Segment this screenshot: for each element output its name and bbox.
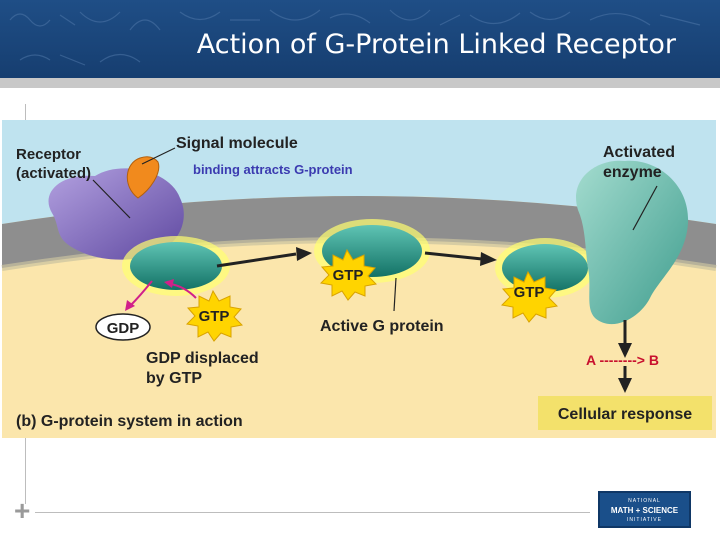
gdp-bubble xyxy=(95,313,151,341)
enzyme-label-line1: Activated xyxy=(603,144,675,161)
plus-mark: + xyxy=(14,495,31,526)
nmsi-logo: NATIONAL MATH + SCIENCE INITIATIVE xyxy=(598,491,691,528)
gtp-label-3: GTP xyxy=(514,284,545,301)
gtp-burst-1 xyxy=(185,289,244,342)
enzyme-pointer xyxy=(632,185,658,231)
inactive-g-protein xyxy=(130,242,222,290)
binding-note: binding attracts G-protein xyxy=(193,162,353,177)
enzyme-label-line2: enzyme xyxy=(603,164,662,181)
gtp-burst-2 xyxy=(319,248,378,301)
active-g-pointer xyxy=(393,277,397,312)
logo-middle-text: MATH + SCIENCE xyxy=(610,506,679,515)
diagram-caption: (b) G-protein system in action xyxy=(16,413,243,430)
gdp-displaced-line1: GDP displaced xyxy=(146,350,259,367)
bound-g-protein xyxy=(502,244,588,292)
slide-header xyxy=(0,0,720,78)
arrow-head-2 xyxy=(480,252,497,266)
arrow-to-enzyme xyxy=(424,251,483,261)
gdp-out-arrowhead xyxy=(125,300,135,311)
bottom-rule xyxy=(35,512,590,513)
signal-molecule-label: Signal molecule xyxy=(176,135,298,152)
slide-title: Action of G-Protein Linked Receptor xyxy=(196,29,676,60)
gtp-label-1: GTP xyxy=(199,308,230,325)
arrow-to-active xyxy=(216,252,297,268)
logo-bottom-text: INITIATIVE xyxy=(627,517,662,523)
g-protein-diagram: GTP GTP GTP GDP Receptor (activated) Sig… xyxy=(1,120,717,438)
activated-enzyme-shape xyxy=(576,160,689,325)
arrow-head-3 xyxy=(618,343,632,358)
gdp-label: GDP xyxy=(107,320,140,337)
active-g-protein-label: Active G protein xyxy=(320,318,444,335)
header-divider-bar xyxy=(0,78,720,88)
signal-molecule-shape xyxy=(126,156,160,199)
arrow-head-4 xyxy=(618,378,632,393)
header-formula-background xyxy=(9,9,701,66)
receptor-protein xyxy=(48,168,184,260)
gdp-displaced-line2: by GTP xyxy=(146,370,202,387)
signal-pointer xyxy=(141,147,176,165)
logo-top-text: NATIONAL xyxy=(628,498,661,504)
arrow-head-1 xyxy=(296,247,312,261)
receptor-label-line1: Receptor xyxy=(16,146,81,163)
receptor-pointer xyxy=(92,179,131,219)
receptor-label-line2: (activated) xyxy=(16,165,91,182)
cellular-response-label: Cellular response xyxy=(558,406,692,423)
reaction-label: A --------> B xyxy=(586,352,659,368)
gtp-in-arrowhead xyxy=(164,279,174,288)
gtp-burst-3 xyxy=(500,270,559,323)
cellular-response-box xyxy=(538,396,712,430)
gtp-label-2: GTP xyxy=(333,267,364,284)
